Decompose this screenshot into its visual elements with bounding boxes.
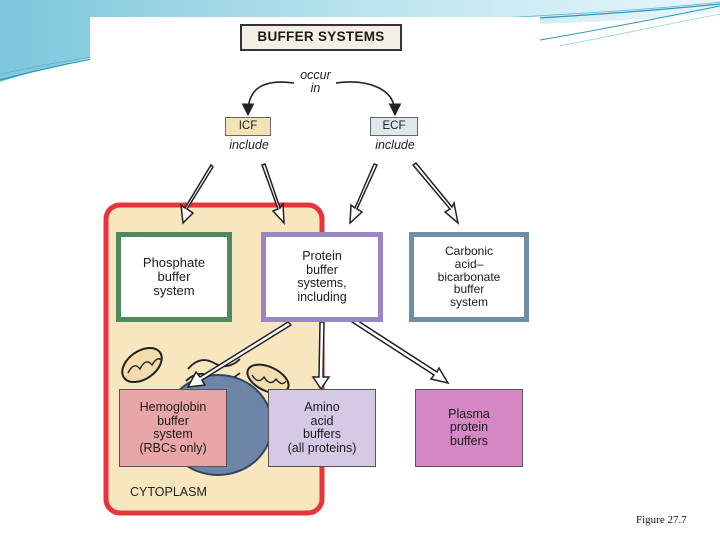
arrow-occur-to-icf <box>241 81 295 117</box>
carbonic-acid-buffer-box: Carbonic acid– bicarbonate buffer system <box>409 232 529 322</box>
hemoglobin-buffer-box: Hemoglobin buffer system (RBCs only) <box>119 389 227 467</box>
plasma-protein-buffer-box: Plasma protein buffers <box>415 389 523 467</box>
occur-in-label: occur in <box>300 68 331 96</box>
buffer-systems-figure: BUFFER SYSTEMS occur in ICF ECF include … <box>90 17 540 517</box>
arrow-icf-to-protein <box>261 163 285 226</box>
arrow-protein-to-plasma <box>350 318 450 385</box>
icf-include-label: include <box>229 138 269 152</box>
mitochondrion-left <box>121 346 163 384</box>
arrow-ecf-to-protein <box>349 163 379 225</box>
icf-box: ICF <box>225 117 271 136</box>
ecf-include-label: include <box>375 138 415 152</box>
protein-buffer-box: Protein buffer systems, including <box>261 232 383 322</box>
arrow-ecf-to-carbonic <box>411 161 460 225</box>
arrow-occur-to-ecf <box>335 81 402 117</box>
figure-caption: Figure 27.7 <box>636 514 687 526</box>
ecf-box: ECF <box>370 117 418 136</box>
er-squiggle-1 <box>187 358 241 370</box>
amino-acid-buffer-box: Amino acid buffers (all proteins) <box>268 389 376 467</box>
arrow-protein-to-amino <box>311 321 331 391</box>
cytoplasm-label: CYTOPLASM <box>130 485 207 499</box>
phosphate-buffer-box: Phosphate buffer system <box>116 232 232 322</box>
arrow-icf-to-phosphate <box>180 163 214 225</box>
arrow-protein-to-hemoglobin <box>186 321 293 388</box>
diagram-title: BUFFER SYSTEMS <box>240 24 402 51</box>
mitochondrion-right <box>246 363 290 395</box>
